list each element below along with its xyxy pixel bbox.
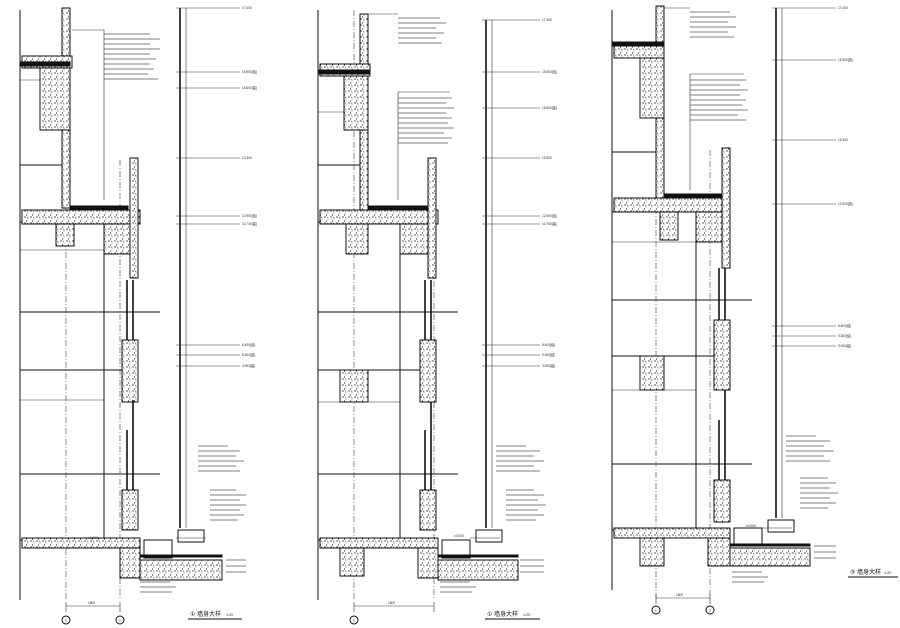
drawing-title-c: ③ 墙身大样 1:20: [848, 568, 898, 578]
material-notes-a2: [140, 445, 246, 593]
grid-label: ②: [709, 609, 712, 613]
wall-section-detail-a: 17.400 15.900(结) 15.600(建) 13.300 12.900…: [19, 6, 257, 625]
grid-bubble: [349, 615, 359, 625]
dimension-label: 1800: [676, 593, 683, 597]
drawing-title-a: ① 墙身大样 1:20: [188, 610, 242, 620]
level-label: 15.600(建): [542, 105, 557, 110]
level-label: 13.300: [838, 138, 848, 142]
level-label: 12.900(结): [242, 213, 257, 218]
level-marks-c: 17.400 15.900(结) 13.300 12.900(结) 8.400(…: [746, 6, 853, 529]
dimension-label: 1800: [88, 601, 95, 605]
level-label: 3.000(建): [542, 363, 555, 368]
detail-scale: 1:20: [523, 613, 530, 617]
grid-label: ①: [65, 619, 68, 623]
level-label: 3.000(建): [242, 363, 255, 368]
drawing-title-b: ① 墙身大样 1:20: [485, 610, 540, 620]
grid-bubble: [115, 615, 125, 625]
level-label: 15.900(结): [542, 69, 557, 74]
level-label: 8.400(结): [542, 342, 555, 347]
level-label: 15.900(结): [242, 69, 257, 74]
level-label: 5.300(结): [838, 333, 851, 338]
level-label: 17.400: [542, 18, 552, 22]
grid-bubble: [61, 615, 71, 625]
material-notes-b2: [440, 445, 546, 593]
level-marks-a: 17.400 15.900(结) 15.600(建) 13.300 12.900…: [88, 6, 257, 540]
detail-index: ①: [190, 611, 195, 618]
detail-scale: 1:20: [884, 571, 891, 575]
level-label: 13.300: [242, 156, 252, 160]
level-label: ±0.000: [746, 524, 756, 528]
level-label: 12.900(结): [542, 213, 557, 218]
level-label: 17.400: [242, 6, 252, 10]
detail-index: ③: [850, 569, 855, 576]
level-label: 10.700(建): [242, 221, 257, 226]
detail-title: 墙身大样: [857, 568, 881, 576]
dimension-label: 1800: [388, 601, 395, 605]
detail-title: 墙身大样: [494, 610, 518, 618]
level-label: ±0.000: [88, 536, 98, 540]
level-marks-b: 17.400 15.900(结) 15.600(建) 13.300 12.900…: [454, 18, 557, 539]
detail-scale: 1:20: [226, 613, 233, 617]
material-notes-a1: [72, 29, 160, 200]
grid-label: ①: [353, 619, 356, 623]
detail-index: ①: [487, 611, 492, 618]
grid-label: ①: [655, 609, 658, 613]
level-label: 5.300(结): [542, 352, 555, 357]
level-label: 13.300: [542, 156, 552, 160]
level-label: 15.900(结): [838, 57, 853, 62]
material-notes-b1: [368, 13, 454, 200]
level-label: 12.900(结): [838, 201, 853, 206]
level-label: 15.600(建): [242, 85, 257, 90]
level-label: 10.700(建): [542, 221, 557, 226]
level-label: 17.400: [838, 6, 848, 10]
grid-bubble: [705, 605, 715, 615]
level-label: 5.300(结): [242, 352, 255, 357]
level-label: ±0.000: [454, 534, 464, 538]
level-label: 8.400(结): [242, 342, 255, 347]
grid-bubble: [651, 605, 661, 615]
grid-label: ②: [119, 619, 122, 623]
detail-title: 墙身大样: [197, 610, 221, 618]
level-label: 3.000(建): [838, 343, 851, 348]
material-notes-c1: [664, 7, 748, 190]
level-label: 8.400(结): [838, 323, 851, 328]
material-notes-c2: [732, 435, 838, 583]
wall-section-detail-b: 17.400 15.900(结) 15.600(建) 13.300 12.900…: [317, 10, 557, 625]
wall-section-detail-c: 17.400 15.900(结) 13.300 12.900(结) 8.400(…: [611, 5, 898, 615]
